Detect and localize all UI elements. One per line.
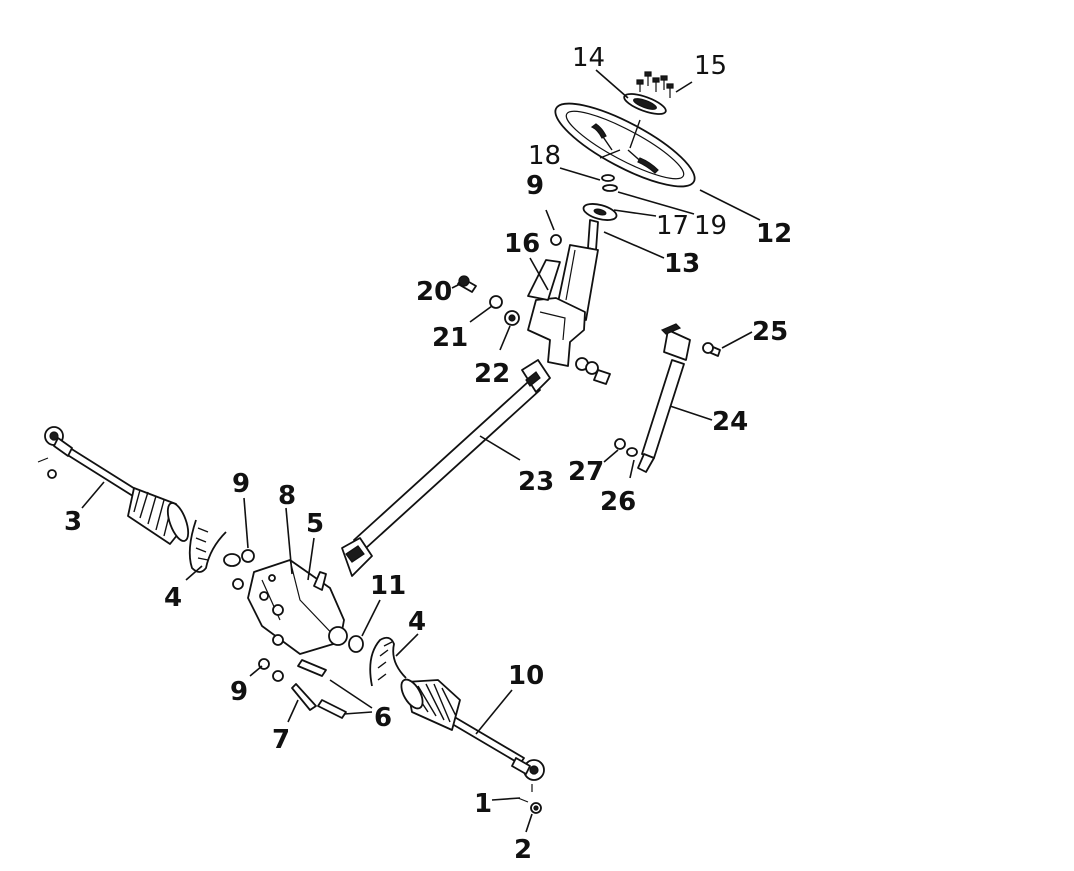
label-25: 25 [752,317,788,347]
damper-bolt [702,342,721,357]
label-6: 6 [374,703,392,733]
label-9-low: 9 [230,677,248,707]
label-5: 5 [306,509,324,539]
steering-column [555,219,599,321]
label-2: 2 [514,835,532,865]
bracket-nut [489,295,503,309]
rack-nut-d [272,670,284,682]
leader-lines [81,69,761,833]
label-3: 3 [64,507,82,537]
column-bracket [527,259,586,367]
label-12: 12 [756,219,792,249]
label-1: 1 [474,789,492,819]
rack-nut-9 [241,549,255,563]
tie-rod-end-right [511,757,545,814]
label-18: 18 [528,141,561,171]
rack-washer-right [348,635,364,653]
label-11: 11 [370,571,406,601]
label-4-left: 4 [164,583,182,613]
label-21: 21 [432,323,468,353]
label-27: 27 [568,457,604,487]
damper-washer [626,447,638,457]
label-9-mid: 9 [232,469,250,499]
label-24: 24 [712,407,748,437]
hub-plate [623,93,667,115]
hub-bolts [636,71,674,98]
steering-damper [637,323,691,473]
nut-top [550,234,562,246]
label-22: 22 [474,359,510,389]
intermediate-shaft [341,359,551,577]
damper-bolt-lower [614,438,626,450]
label-8: 8 [278,481,296,511]
label-14: 14 [572,43,605,73]
label-23: 23 [518,467,554,497]
tie-rod-end-left [37,426,73,479]
label-7: 7 [272,725,290,755]
boot-clamp-left [188,519,227,573]
label-20: 20 [416,277,452,307]
rack-bolts [291,659,347,719]
label-13: 13 [664,249,700,279]
steering-rack-housing [247,559,348,655]
rack-nut-a [232,578,244,590]
label-16: 16 [504,229,540,259]
label-15: 15 [694,51,727,81]
bracket-bolt [457,275,477,293]
label-19: 19 [694,211,727,241]
rack-nut-b [272,634,284,646]
tie-rod-right [400,678,525,765]
label-10: 10 [508,661,544,691]
wheel-nut-washer [601,174,618,192]
label-17: 17 [656,211,689,241]
boot-clamp-right [369,636,407,687]
label-9-top: 9 [526,171,544,201]
rack-washer-left [223,553,241,567]
label-26: 26 [600,487,636,517]
part-labels: 14 15 18 9 17 19 12 13 16 20 21 22 25 24… [64,43,792,865]
steering-wheel [554,102,696,188]
bracket-bolt-lower [575,357,611,385]
tie-rod-left [65,447,190,545]
label-4-right: 4 [408,607,426,637]
column-flange [582,203,618,221]
